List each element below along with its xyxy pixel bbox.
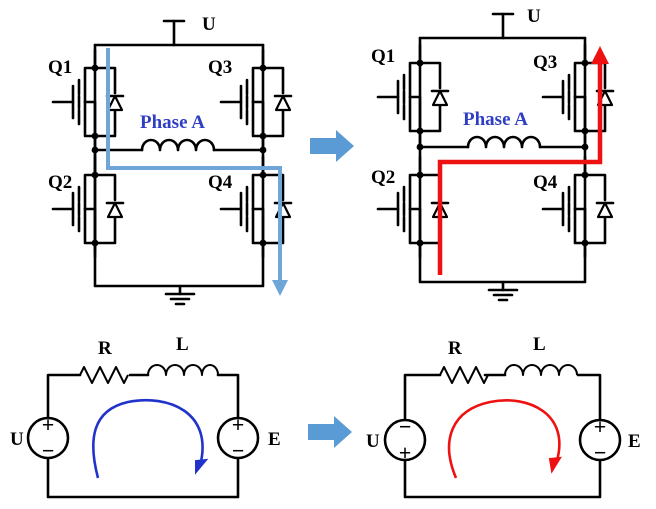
right-eq-inductor xyxy=(504,364,578,376)
left-loop-current-arrow xyxy=(92,398,204,479)
left-source-u-top-sign: + xyxy=(42,412,55,437)
right-eq-loop xyxy=(403,373,602,499)
left-ground xyxy=(164,284,196,306)
left-equivalent-circuit: R L + − U + − E xyxy=(10,334,281,499)
right-source-e-label: E xyxy=(628,431,641,452)
right-supply-terminal xyxy=(491,12,515,40)
left-l-label: L xyxy=(176,334,189,355)
right-source-u-label: U xyxy=(366,431,380,452)
left-source-e-label: E xyxy=(268,429,281,450)
right-source-e-top-sign: + xyxy=(594,414,607,439)
left-source-u-label: U xyxy=(10,429,24,450)
right-supply-label: U xyxy=(527,6,541,27)
right-source-u xyxy=(383,418,427,462)
left-q4-label: Q4 xyxy=(208,172,233,193)
left-source-e-top-sign: + xyxy=(232,412,245,437)
left-source-e-bottom-sign: − xyxy=(232,438,245,463)
left-q2-label: Q2 xyxy=(48,172,72,193)
left-q3-label: Q3 xyxy=(208,57,232,78)
right-ground xyxy=(487,280,519,302)
left-phase-a-branch xyxy=(91,138,267,154)
left-eq-inductor xyxy=(147,364,219,376)
left-source-e xyxy=(216,416,260,460)
left-eq-loop xyxy=(46,373,240,499)
right-q3-label: Q3 xyxy=(533,52,557,73)
left-source-u-bottom-sign: − xyxy=(42,438,55,463)
right-source-u-top-sign: − xyxy=(399,414,412,439)
left-current-path xyxy=(106,48,288,296)
right-equivalent-circuit: R L − + U + − E xyxy=(366,334,641,499)
right-q4-label: Q4 xyxy=(533,172,558,193)
right-resistor xyxy=(439,366,489,384)
left-supply-label: U xyxy=(202,14,216,35)
right-phase-label: Phase A xyxy=(463,109,528,130)
left-h-bridge: U Q1 Q2 Q3 Q4 Phase A xyxy=(48,14,293,306)
right-current-path xyxy=(437,46,609,275)
right-source-u-bottom-sign: + xyxy=(399,440,412,465)
left-resistor xyxy=(79,366,129,384)
right-phase-a-branch xyxy=(416,135,589,151)
right-q1-label: Q1 xyxy=(371,46,395,67)
left-source-u xyxy=(26,416,70,460)
right-source-e-bottom-sign: − xyxy=(594,440,607,465)
left-q1-label: Q1 xyxy=(48,57,72,78)
left-phase-label: Phase A xyxy=(140,112,205,133)
left-supply-terminal xyxy=(162,19,186,47)
bottom-transition-arrow xyxy=(308,416,352,448)
right-source-e xyxy=(578,418,622,462)
right-q2-label: Q2 xyxy=(371,167,395,188)
right-loop-current-arrow xyxy=(447,399,561,479)
right-r-label: R xyxy=(448,338,462,359)
left-phase-inductor xyxy=(140,138,216,152)
left-bridge-frame xyxy=(93,43,265,288)
top-transition-arrow xyxy=(310,130,354,162)
right-l-label: L xyxy=(533,334,546,355)
right-phase-inductor xyxy=(466,135,542,149)
right-h-bridge: U Q1 Q2 Q3 Q4 Phase A xyxy=(371,6,615,302)
left-r-label: R xyxy=(98,338,112,359)
